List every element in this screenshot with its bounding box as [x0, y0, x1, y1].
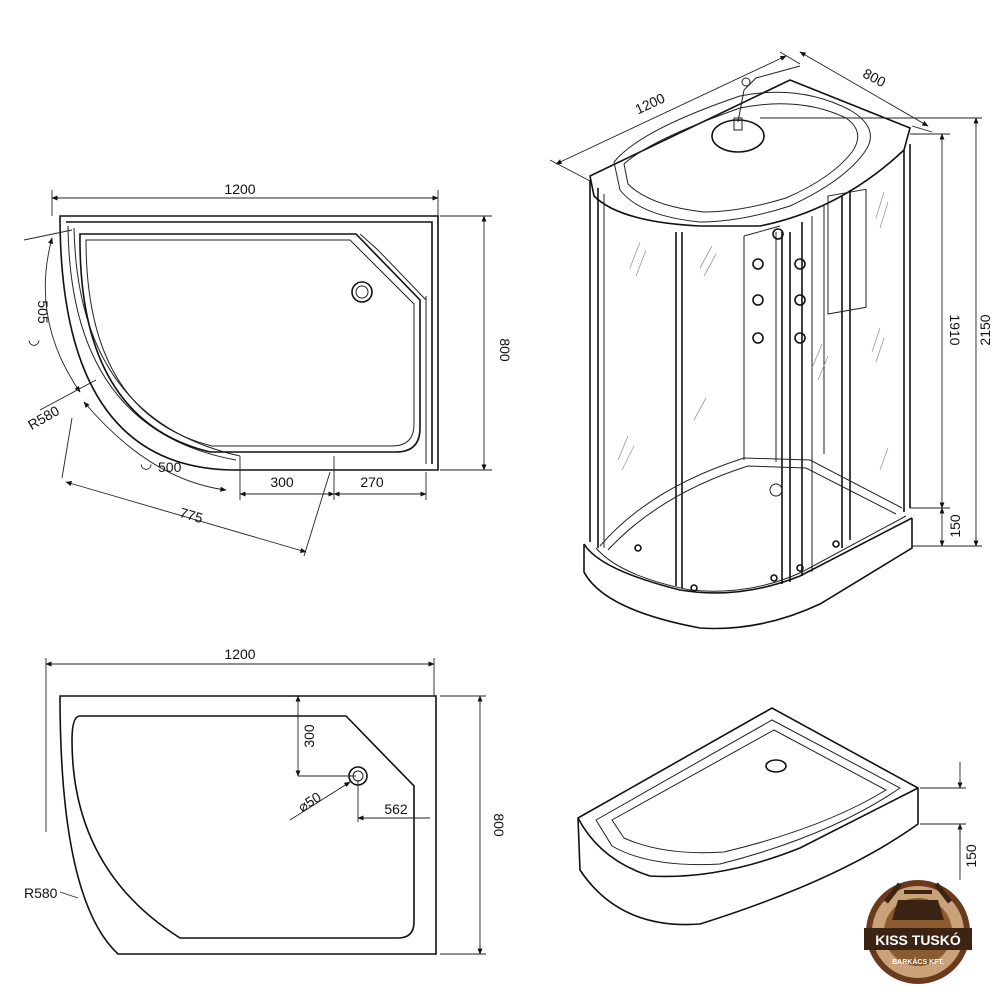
top-radius-b-label: R580 [25, 402, 62, 433]
logo-subtitle: BARKÁCS KFT. [892, 957, 944, 966]
top-view: 1200 800 505 ◡ R580 ◡ 500 300 270 775 [23, 181, 513, 557]
iso-base-height-label: 150 [947, 514, 963, 538]
top-radius-c-label: 500 [158, 459, 182, 475]
tray-iso: 150 [577, 707, 979, 926]
tray-drain-diameter-label: ⌀50 [295, 789, 324, 815]
logo-name: KISS TUSKÓ [875, 931, 961, 948]
iso-total-height-label: 2150 [977, 314, 993, 345]
svg-text:◡: ◡ [140, 455, 152, 471]
iso-width-label: 1200 [632, 90, 667, 118]
top-depth-label: 800 [497, 338, 513, 362]
stump-icon [892, 900, 944, 920]
top-diagonal-label: 775 [178, 504, 205, 526]
tray-plan: 1200 800 300 ⌀50 562 R580 [24, 646, 507, 955]
tools-icon [884, 882, 952, 904]
tray-depth-label: 800 [491, 813, 507, 837]
tray-drain-offset-y-label: 300 [301, 724, 317, 748]
tray-drain-offset-x-label: 562 [384, 801, 408, 817]
company-logo: KISS TUSKÓ BARKÁCS KFT. [864, 880, 972, 984]
tray-width-label: 1200 [224, 646, 255, 662]
tray-iso-height-label: 150 [963, 844, 979, 868]
top-offset-1-label: 300 [270, 474, 294, 490]
iso-inner-height-label: 1910 [947, 314, 963, 345]
iso-cabin: 1200 800 2150 1910 150 [549, 51, 993, 630]
tray-radius-label: R580 [24, 885, 58, 901]
top-offset-2-label: 270 [360, 474, 384, 490]
top-radius-a-label: 505 [35, 300, 51, 324]
top-width-label: 1200 [224, 181, 255, 197]
iso-depth-label: 800 [860, 65, 888, 90]
svg-text:◡: ◡ [28, 331, 40, 347]
